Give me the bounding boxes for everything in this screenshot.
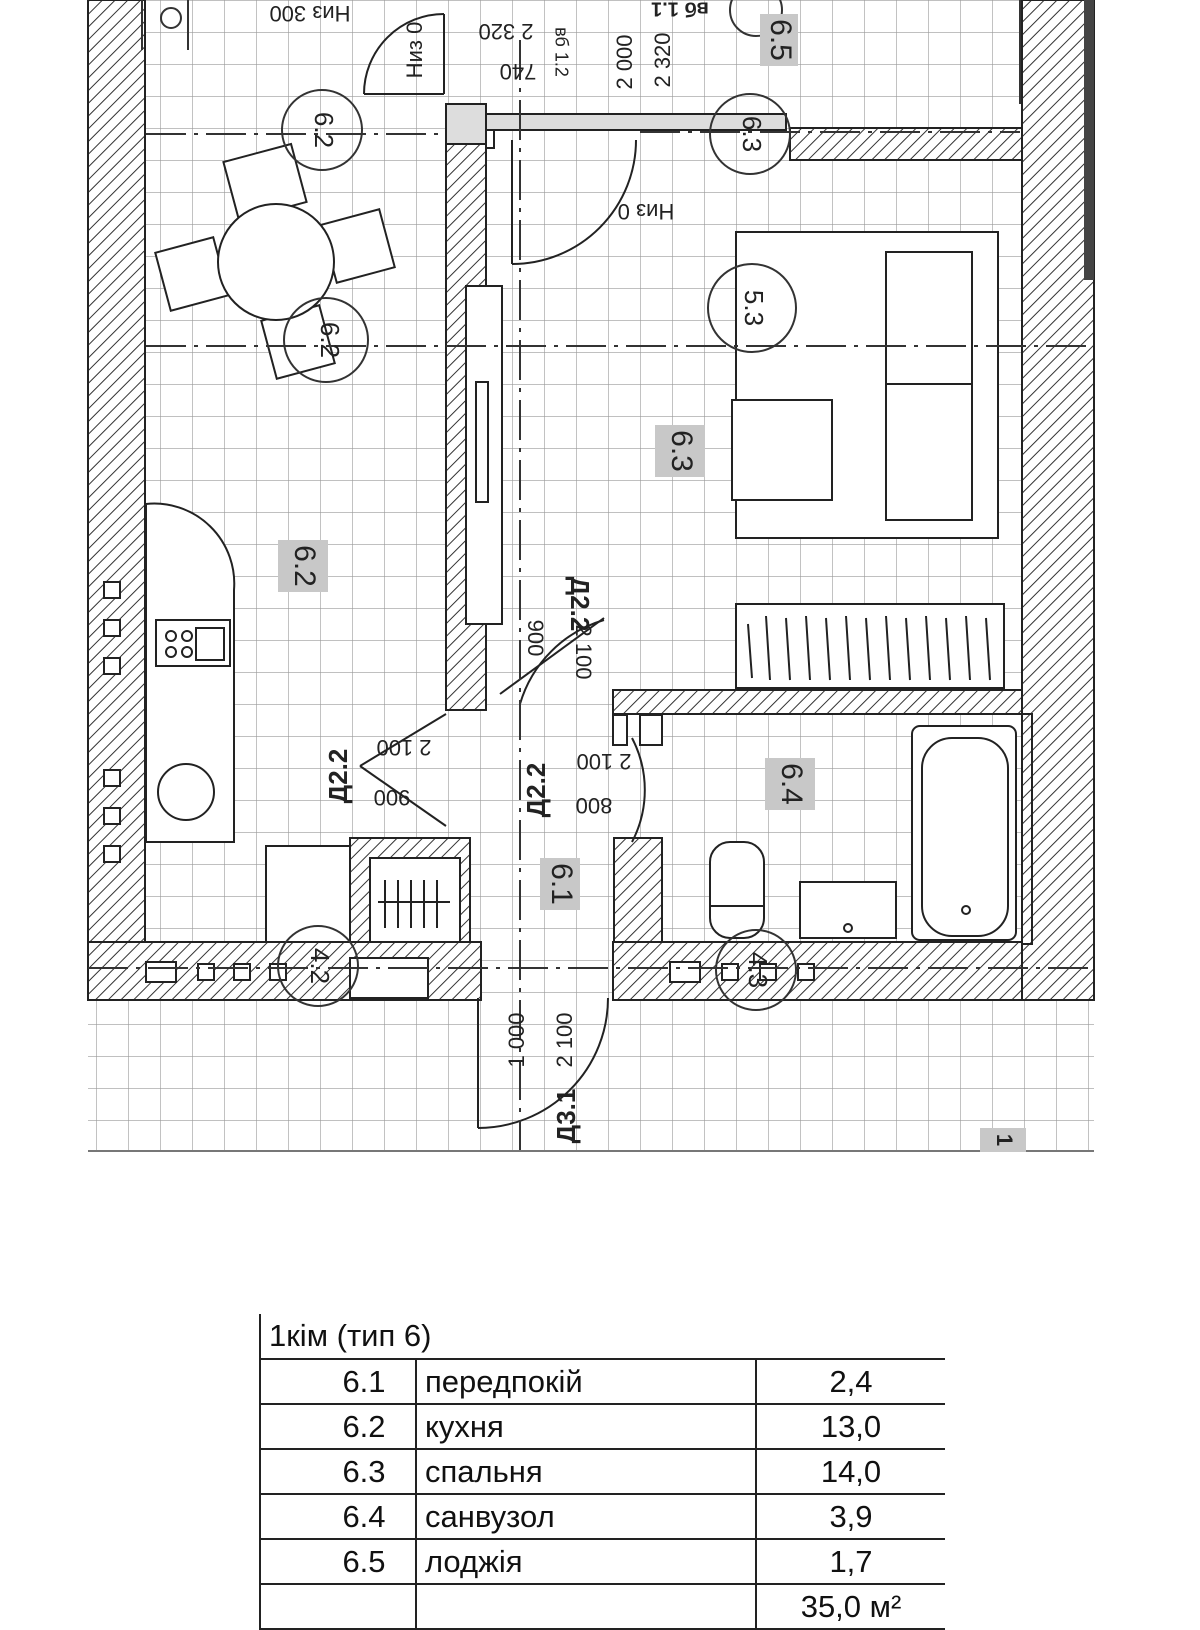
room-name: лоджія (416, 1539, 757, 1585)
room-label-bg (278, 14, 1026, 1152)
dimension-labels: 2 100 900 2 100 800 900 2 100 1 000 2 10… (374, 0, 709, 1068)
room-number: 6.1 (313, 1360, 417, 1405)
note-niz0-bedroom: Низ 0 (618, 199, 675, 224)
sheet-mark: 1 (992, 1134, 1017, 1146)
dim-900-kitchen-door: 900 (374, 785, 411, 810)
dim-740-loggia: 740 (500, 59, 537, 84)
room-labels: 6.2 6.3 6.4 6.1 6.5 (288, 19, 808, 905)
table-row: 6.4 санвузол 3,9 (261, 1494, 945, 1540)
dim-2100-entrance: 2 100 (552, 1012, 577, 1067)
room-area: 1,7 (756, 1539, 945, 1585)
door-labels: Д2.2 Д2.2 Д2.2 Д3.1 (323, 577, 595, 1144)
level-notes: Низ 300 Низ 0 Низ 0 (269, 1, 674, 224)
axis-label-6-3-top: 6.3 (737, 116, 767, 152)
dim-1000-entrance: 1 000 (504, 1012, 529, 1067)
door-label-d22-bedroom: Д2.2 (565, 577, 595, 632)
axis-circles (277, 0, 797, 1011)
room-name: кухня (416, 1404, 757, 1450)
room-area: 3,9 (756, 1494, 945, 1540)
axis-label-4-2: 4.2 (305, 948, 335, 984)
note-niz300: Низ 300 (269, 1, 350, 26)
table-row: 6.2 кухня 13,0 (261, 1404, 945, 1450)
dim-vb12: вб 1.2 (551, 27, 571, 77)
axis-label-6-2-mid: 6.2 (315, 322, 345, 358)
room-name: спальня (416, 1449, 757, 1495)
axis-label-6-2-top: 6.2 (309, 112, 339, 148)
room-number: 6.2 (313, 1404, 417, 1450)
axis-labels: 6.2 6.3 5.3 6.2 4.2 4.3 (305, 112, 773, 988)
door-swings (359, 13, 646, 1129)
room-area: 2,4 (756, 1360, 945, 1405)
room-number: 6.4 (313, 1494, 417, 1540)
loggia-lines (141, 0, 1021, 104)
bed (731, 231, 999, 539)
room-area: 14,0 (756, 1449, 945, 1495)
room-label-6-2-kitchen: 6.2 (288, 545, 321, 587)
room-area: 13,0 (756, 1404, 945, 1450)
room-number: 6.5 (313, 1539, 417, 1585)
dim-2100-bath-door: 2 100 (576, 749, 631, 774)
note-niz0-loggia: Низ 0 (402, 22, 427, 79)
shaft-hatch (378, 880, 450, 928)
wardrobe (465, 285, 503, 625)
room-schedule-title: 1кім (тип 6) (261, 1314, 945, 1360)
room-name: санвузол (416, 1494, 757, 1540)
dresser (735, 603, 1005, 689)
dim-2000-loggia: 2 000 (612, 34, 637, 89)
room-label-6-3-bedroom: 6.3 (665, 430, 698, 472)
room-label-6-4-bathroom: 6.4 (775, 763, 808, 805)
room-schedule: 1кім (тип 6) 6.1 передпокій 2,4 6.2 кухн… (259, 1314, 945, 1630)
axis-lines (88, 40, 1090, 1150)
table-row: 6.5 лоджія 1,7 (261, 1539, 945, 1585)
door-label-d22-bath: Д2.2 (521, 763, 551, 818)
dim-900-bedroom-door: 900 (523, 620, 548, 657)
dim-800-bath-door: 800 (576, 793, 613, 818)
room-number: 6.3 (313, 1449, 417, 1495)
room-name: передпокій (416, 1360, 757, 1405)
dim-2100-bedroom-door: 2 100 (571, 624, 596, 679)
dining-table (154, 142, 396, 380)
axis-label-4-3: 4.3 (743, 952, 773, 988)
axis-label-5-3: 5.3 (739, 290, 769, 326)
floor-plan: 6.2 6.3 6.4 6.1 6.5 6.2 6.3 5.3 6.2 4.2 … (87, 0, 1095, 1152)
dim-vb11: вб 1.1 (651, 0, 709, 20)
room-label-6-5-loggia: 6.5 (764, 19, 797, 61)
kitchen-outlets (103, 581, 815, 983)
door-label-d22-kitchen: Д2.2 (323, 749, 353, 804)
room-label-6-1-hall: 6.1 (545, 863, 578, 905)
dim-2320-window: 2 320 (478, 19, 533, 44)
room-schedule-table: 6.1 передпокій 2,4 6.2 кухня 13,0 6.3 сп… (261, 1360, 945, 1630)
dim-2100-kitchen-door: 2 100 (376, 735, 431, 760)
total-row: 35,0 м² (261, 1584, 945, 1630)
table-row: 6.3 спальня 14,0 (261, 1449, 945, 1495)
total-area: 35,0 м² (756, 1584, 945, 1630)
table-row: 6.1 передпокій 2,4 (261, 1360, 945, 1405)
kitchen-counter (145, 502, 351, 943)
bathroom-fixtures (709, 725, 1017, 941)
dim-2320-loggia: 2 320 (650, 32, 675, 87)
door-label-d31-entrance: Д3.1 (551, 1089, 581, 1144)
